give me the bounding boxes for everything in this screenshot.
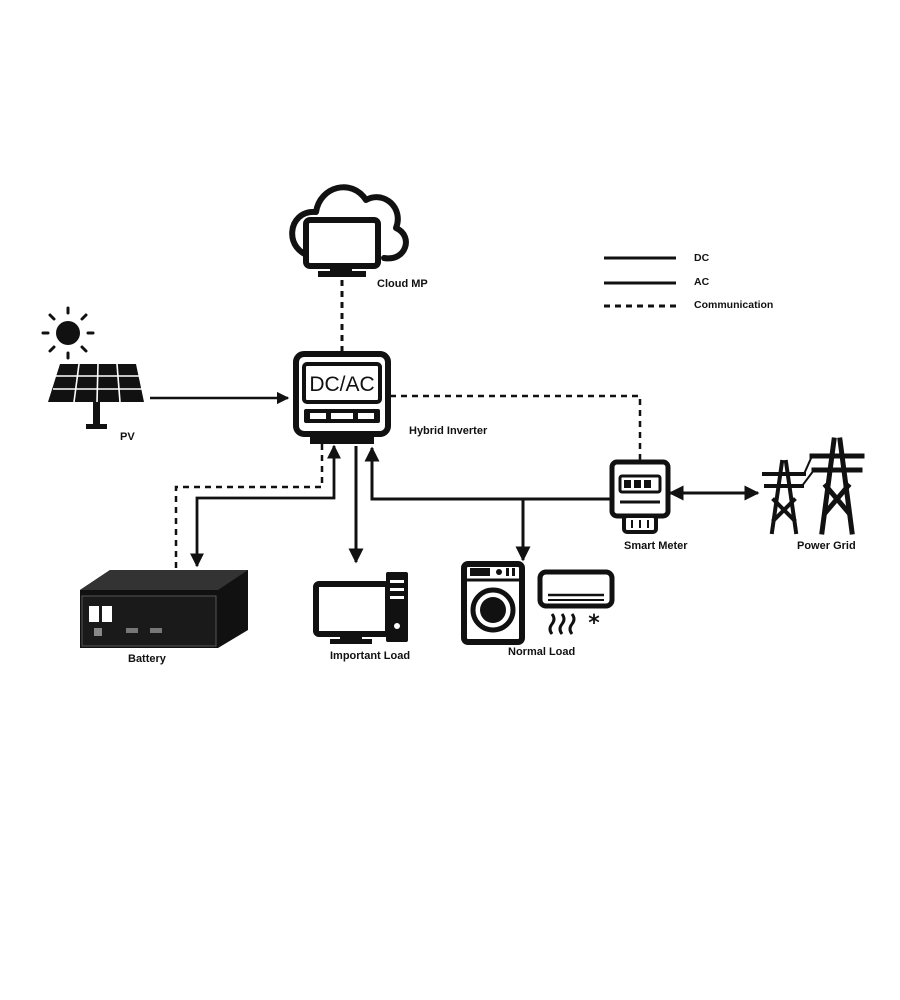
dc-line-inverter-battery (190, 444, 341, 568)
smart-meter-label: Smart Meter (624, 540, 688, 552)
ac-line-meter-inverter (364, 446, 610, 501)
inverter-icon: DC/AC (293, 351, 391, 444)
solar-panel-icon (41, 306, 144, 429)
important-load-label: Important Load (330, 650, 411, 662)
inverter-label: Hybrid Inverter (409, 425, 488, 437)
legend-dc-label: DC (694, 252, 710, 264)
meter-icon (609, 459, 671, 534)
cloud-monitor-icon (289, 184, 409, 277)
legend-ac-label: AC (694, 276, 710, 288)
sun-icon (41, 306, 95, 360)
computer-icon (313, 572, 408, 644)
cloud-label: Cloud MP (377, 278, 428, 290)
power-grid-label: Power Grid (797, 540, 856, 552)
battery-label: Battery (128, 653, 166, 665)
legend-communication-label: Communication (694, 299, 774, 311)
washer-aircon-icon: * (461, 561, 615, 645)
washing-machine-icon (461, 561, 525, 645)
air-conditioner-icon: * (537, 569, 615, 636)
inverter-screen-text: DC/AC (309, 373, 374, 396)
battery-rack-icon (80, 570, 248, 648)
svg-text:*: * (588, 611, 600, 636)
pv-label: PV (120, 431, 135, 443)
legend (604, 256, 676, 308)
normal-load-label: Normal Load (508, 646, 576, 658)
transmission-tower-icon (762, 437, 865, 535)
